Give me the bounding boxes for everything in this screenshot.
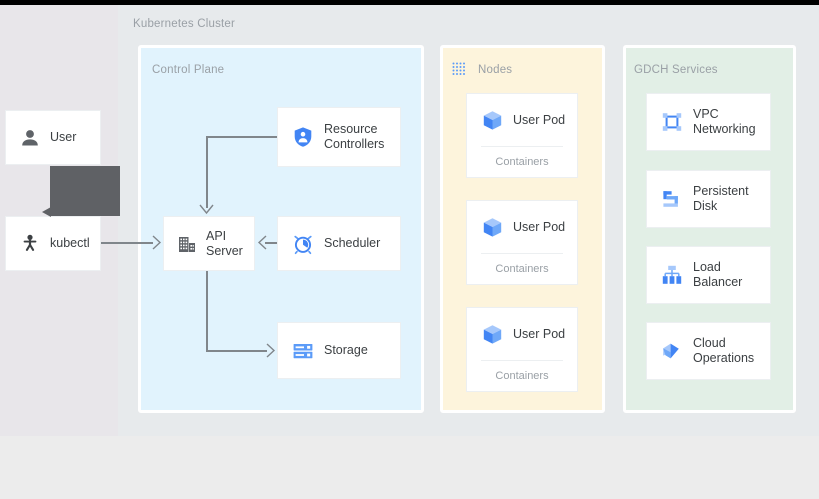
dark-overlay-tail [42,207,51,217]
card-user-pod-label: User Pod [513,112,566,127]
cloud-operations-icon [661,340,683,362]
arrowhead-scheduler-apiserver [257,235,267,250]
user-pod-header: User Pod [467,94,577,146]
user-pod-containers-label: Containers [495,263,549,275]
card-user-pod-label: User Pod [513,326,566,341]
shield-person-icon [292,126,314,148]
panel-control-plane-title: Control Plane [152,64,225,76]
wire-apiserver-storage-v [206,271,208,351]
card-storage-label: Storage [324,343,368,357]
card-storage[interactable]: Storage [277,322,401,379]
arrowhead-apiserver-storage [266,343,276,358]
wire-rescontrollers-v [206,136,208,208]
card-resource-controllers-label: Resource Controllers [324,122,385,151]
card-vpc-networking-label: VPC Networking [693,107,756,136]
user-pod-header: User Pod [467,201,577,253]
page-bottom-area [0,436,819,499]
top-black-bar [0,0,819,5]
storage-rack-icon [292,340,314,362]
wire-scheduler-apiserver [265,242,277,244]
card-resource-controllers[interactable]: Resource Controllers [277,107,401,167]
wire-apiserver-storage-h [206,350,267,352]
arrowhead-rescontrollers-apiserver [199,204,214,215]
user-pod-header: User Pod [467,308,577,360]
card-cloud-operations-label: Cloud Operations [693,336,755,365]
load-balancer-icon [661,264,683,286]
person-icon [20,128,40,148]
user-pod-divider [481,360,563,361]
user-pod-containers-label: Containers [495,370,549,382]
card-persistent-disk[interactable]: Persistent Disk [646,170,771,228]
cluster-title: Kubernetes Cluster [133,18,236,30]
card-scheduler[interactable]: Scheduler [277,216,401,271]
wire-kubectl-apiserver [101,242,153,244]
card-api-server[interactable]: API Server [163,216,255,271]
wire-rescontrollers-h [206,136,277,138]
card-user-pod-label: User Pod [513,219,566,234]
alarm-clock-icon [292,233,314,255]
cube-icon [481,323,504,346]
card-user-pod[interactable]: User Pod Containers [466,307,578,392]
card-kubectl-label: kubectl [50,236,90,250]
kubectl-icon [20,234,40,254]
api-server-building-icon [177,234,197,254]
dark-overlay-panel [50,166,120,216]
cube-icon [481,109,504,132]
card-persistent-disk-label: Persistent Disk [693,184,749,213]
arrowhead-kubectl-apiserver [152,235,162,250]
panel-nodes-title: Nodes [478,64,513,76]
card-load-balancer[interactable]: Load Balancer [646,246,771,304]
card-user-label: User [50,130,77,144]
card-scheduler-label: Scheduler [324,236,381,250]
card-user-pod[interactable]: User Pod Containers [466,200,578,285]
user-pod-containers-label: Containers [495,156,549,168]
card-cloud-operations[interactable]: Cloud Operations [646,322,771,380]
user-pod-divider [481,253,563,254]
persistent-disk-icon [661,188,683,210]
card-user-pod[interactable]: User Pod Containers [466,93,578,178]
vpc-networking-icon [661,111,683,133]
cube-icon [481,216,504,239]
dotted-grid-icon [452,62,467,82]
panel-gdch-services-title: GDCH Services [634,64,718,76]
card-kubectl[interactable]: kubectl [5,216,101,271]
card-load-balancer-label: Load Balancer [693,260,743,289]
user-pod-divider [481,146,563,147]
card-api-server-label: API Server [206,228,243,258]
card-user[interactable]: User [5,110,101,165]
card-vpc-networking[interactable]: VPC Networking [646,93,771,151]
